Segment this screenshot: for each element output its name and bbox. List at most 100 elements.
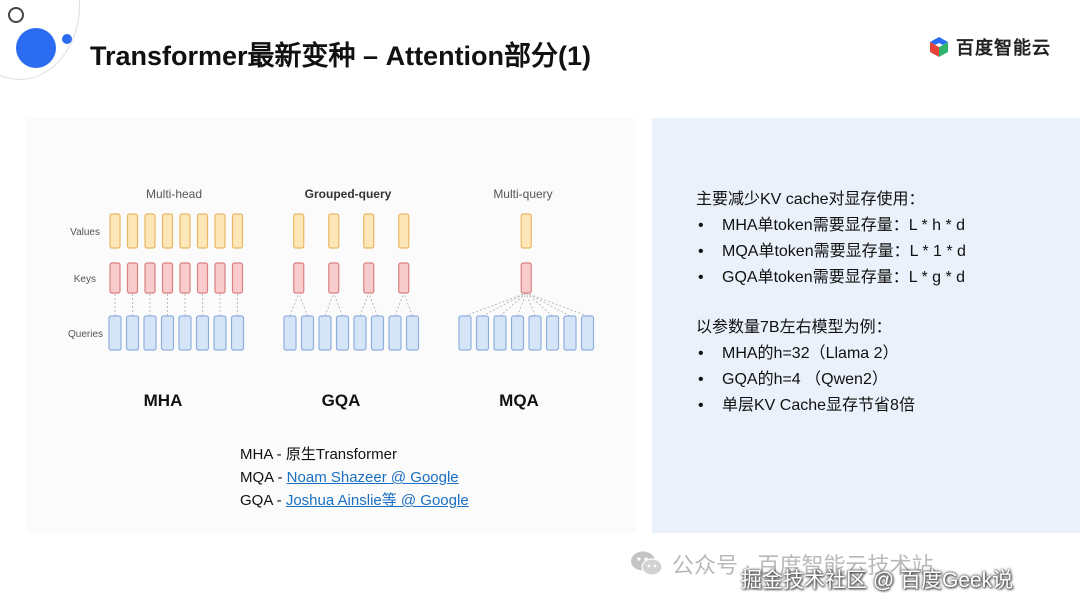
gqa-value-head bbox=[363, 213, 375, 249]
mqa-query-head bbox=[545, 315, 560, 351]
gqa-query-head bbox=[353, 315, 367, 351]
variant-label-mqa: MQA bbox=[499, 391, 539, 410]
brand-logo: 百度智能云 bbox=[928, 34, 1051, 60]
variant-label-gqa: GQA bbox=[321, 391, 361, 410]
mha-value-head bbox=[179, 213, 191, 249]
mha-query-head bbox=[230, 315, 245, 351]
mqa-query-head bbox=[580, 315, 595, 351]
logo-text: 百度智能云 bbox=[956, 38, 1051, 58]
list-item: MHA单token需要显存量：L * h * d bbox=[696, 213, 966, 239]
mha-value-head bbox=[144, 213, 156, 249]
mha-query-head bbox=[160, 315, 175, 351]
mqa-key-head bbox=[520, 262, 532, 294]
attention-figure-panel: Multi-head Grouped-query Multi-query Val… bbox=[26, 118, 636, 533]
list-item: MQA单token需要显存量：L * 1 * d bbox=[696, 239, 966, 265]
connection-line bbox=[499, 292, 527, 317]
connection-line bbox=[482, 292, 527, 317]
connection-line bbox=[403, 292, 413, 317]
watermark-text-2: 掘金技术社区 @ 百度Geek说 bbox=[741, 569, 1014, 592]
connection-line bbox=[525, 292, 536, 317]
mqa-value-head bbox=[520, 213, 532, 249]
connection-line bbox=[526, 292, 571, 317]
gqa-query-head bbox=[370, 315, 385, 351]
connection-line bbox=[517, 292, 527, 317]
kv-cache-title: 主要减少KV cache对显存使用： bbox=[696, 191, 925, 208]
mqa-query-head bbox=[458, 315, 472, 351]
mha-query-head bbox=[125, 315, 140, 351]
connection-line bbox=[289, 292, 300, 317]
list-item: GQA的h=4 （Qwen2） bbox=[696, 367, 915, 393]
mha-value-head bbox=[126, 213, 139, 249]
gqa-query-head bbox=[283, 315, 297, 351]
mha-key-head bbox=[109, 262, 121, 294]
model-example-title: 以参数量7B左右模型为例： bbox=[696, 319, 892, 336]
mha-value-head bbox=[161, 213, 174, 249]
info-panel bbox=[652, 118, 1080, 533]
header-multi-head: Multi-head bbox=[146, 187, 202, 201]
connection-line bbox=[464, 292, 527, 317]
mha-key-head bbox=[161, 262, 174, 294]
gqa-query-head bbox=[405, 315, 420, 351]
connection-line bbox=[394, 292, 405, 317]
variant-label-mha: MHA bbox=[143, 391, 183, 410]
mha-query-head bbox=[195, 315, 210, 351]
wechat-icon bbox=[631, 551, 663, 576]
cube-logo-icon bbox=[930, 37, 948, 57]
gqa-value-head bbox=[293, 213, 305, 249]
mha-value-head bbox=[231, 213, 244, 249]
connection-line bbox=[525, 292, 553, 317]
gqa-key-head bbox=[328, 262, 340, 294]
mha-key-head bbox=[144, 262, 156, 294]
header-multi-query: Multi-query bbox=[493, 187, 552, 201]
list-item: 单层KV Cache显存节省8倍 bbox=[696, 393, 915, 419]
reference-mha: MHA - 原生Transformer bbox=[240, 446, 397, 463]
row-label-keys: Keys bbox=[74, 274, 96, 285]
gqa-key-head bbox=[293, 262, 305, 294]
mqa-query-head bbox=[493, 315, 507, 351]
model-example-block: 以参数量7B左右模型为例： MHA的h=32（Llama 2） GQA的h=4 … bbox=[696, 315, 915, 419]
mha-value-head bbox=[214, 213, 226, 249]
references-list: MHA - 原生Transformer MQA - Noam Shazeer @… bbox=[240, 443, 469, 512]
slide-title: Transformer最新变种 – Attention部分(1) bbox=[90, 41, 592, 71]
gqa-value-head bbox=[398, 213, 410, 249]
gqa-query-head bbox=[335, 315, 350, 351]
watermark-wechat: 公众号 · 百度智能云技术站 bbox=[630, 548, 934, 580]
mha-query-head bbox=[108, 315, 122, 351]
decorative-ring bbox=[8, 7, 24, 23]
mha-key-head bbox=[196, 262, 209, 294]
connection-line bbox=[526, 292, 588, 317]
gqa-query-head bbox=[318, 315, 332, 351]
mha-query-head bbox=[213, 315, 227, 351]
kv-cache-memory-block: 主要减少KV cache对显存使用： MHA单token需要显存量：L * h … bbox=[696, 187, 966, 291]
header-grouped-query: Grouped-query bbox=[305, 187, 392, 201]
reference-link-joshua-ainslie[interactable]: Joshua Ainslie等 @ Google bbox=[285, 492, 469, 509]
mha-key-head bbox=[214, 262, 226, 294]
connection-line bbox=[298, 292, 308, 317]
connection-line bbox=[324, 292, 335, 317]
mqa-query-head bbox=[528, 315, 542, 351]
decorative-dot-large bbox=[16, 28, 56, 68]
gqa-key-head bbox=[398, 262, 410, 294]
reference-gqa: GQA - Joshua Ainslie等 @ Google bbox=[240, 492, 469, 509]
mha-key-head bbox=[231, 262, 244, 294]
row-label-queries: Queries bbox=[68, 329, 103, 340]
mha-query-head bbox=[143, 315, 157, 351]
attention-variants-diagram: Multi-head Grouped-query Multi-query Val… bbox=[68, 187, 595, 351]
mha-key-head bbox=[126, 262, 139, 294]
gqa-key-head bbox=[363, 262, 375, 294]
gqa-query-head bbox=[388, 315, 402, 351]
reference-link-noam-shazeer[interactable]: Noam Shazeer @ Google bbox=[286, 469, 459, 486]
mha-value-head bbox=[196, 213, 209, 249]
mqa-query-head bbox=[475, 315, 490, 351]
connection-line bbox=[333, 292, 343, 317]
row-label-values: Values bbox=[70, 227, 100, 238]
mha-key-head bbox=[179, 262, 191, 294]
reference-mqa: MQA - Noam Shazeer @ Google bbox=[240, 469, 459, 486]
mha-query-head bbox=[178, 315, 192, 351]
list-item: GQA单token需要显存量：L * g * d bbox=[696, 265, 966, 291]
gqa-value-head bbox=[328, 213, 340, 249]
watermark-text-1: 公众号 · 百度智能云技术站 bbox=[672, 553, 934, 578]
connection-line bbox=[359, 292, 370, 317]
gqa-query-head bbox=[300, 315, 315, 351]
list-item: MHA的h=32（Llama 2） bbox=[696, 341, 915, 367]
